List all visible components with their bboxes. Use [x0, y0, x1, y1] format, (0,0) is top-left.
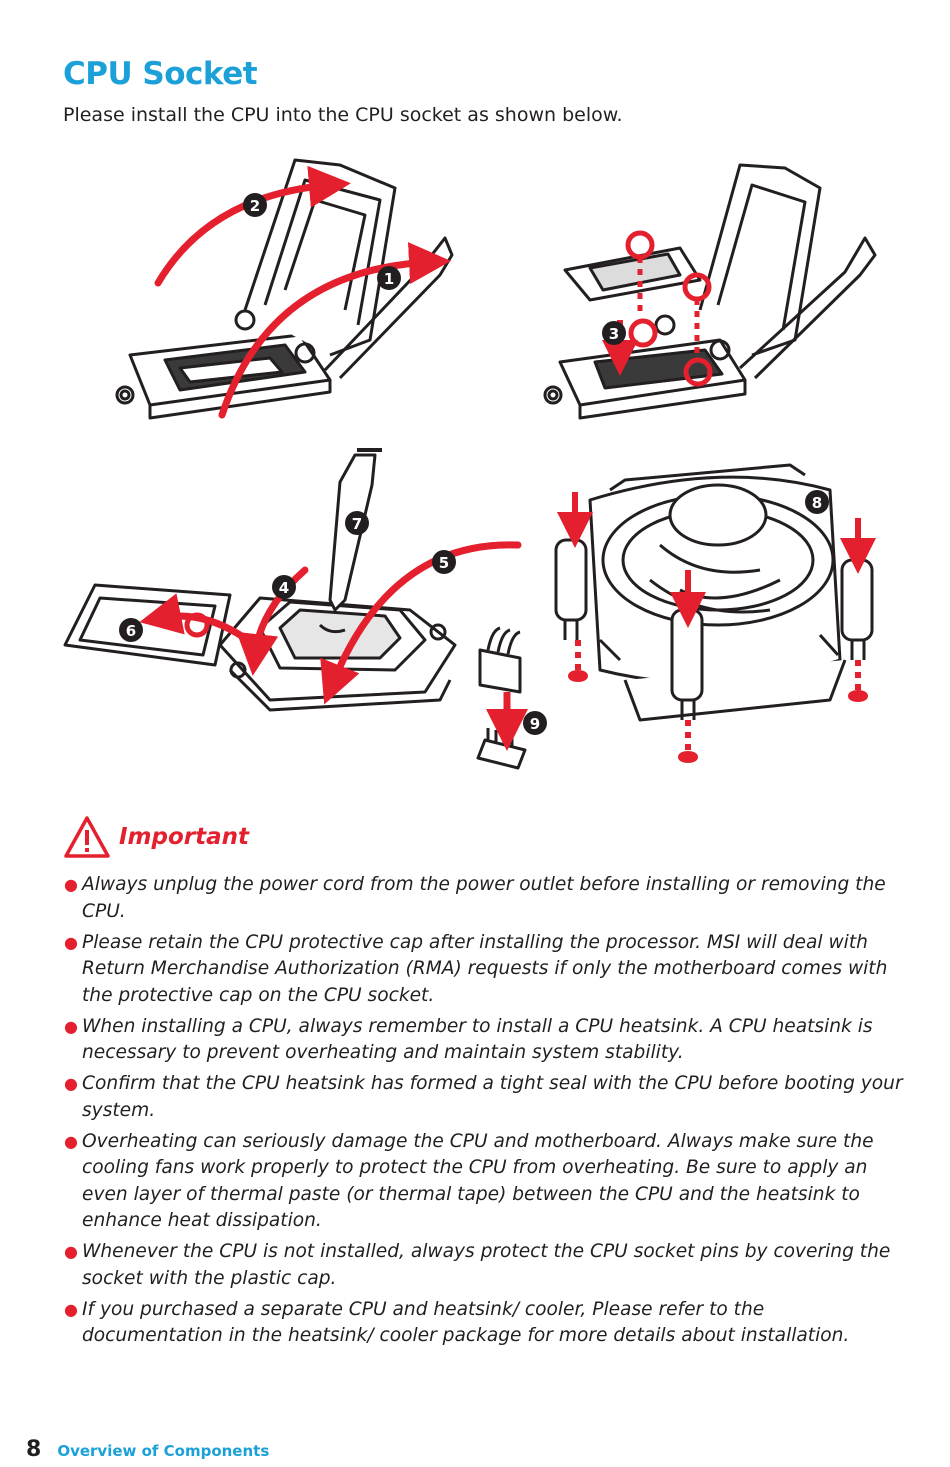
- important-notes-list: ●Always unplug the power cord from the p…: [63, 872, 903, 1354]
- alignment-markers: [625, 230, 713, 387]
- step-label: 7: [352, 515, 362, 533]
- bullet-icon: ●: [64, 1299, 78, 1319]
- note-text: If you purchased a separate CPU and heat…: [82, 1298, 850, 1347]
- step-badge-2: 2: [243, 193, 267, 217]
- step-label: 1: [384, 270, 394, 288]
- warning-triangle-icon: [64, 816, 110, 858]
- socket-open-panel: [115, 158, 454, 420]
- important-heading: Important: [63, 815, 249, 859]
- intro-text: Please install the CPU into the CPU sock…: [63, 104, 623, 126]
- page-number: 8: [26, 1437, 42, 1462]
- step-label: 2: [250, 197, 260, 215]
- note-text: Overheating can seriously damage the CPU…: [82, 1130, 874, 1232]
- note-text: When installing a CPU, always remember t…: [82, 1015, 873, 1064]
- section-title: Overview of Components: [57, 1442, 270, 1460]
- bullet-icon: ●: [64, 1242, 78, 1261]
- step-label: 5: [439, 554, 449, 572]
- note-text: Always unplug the power cord from the po…: [82, 874, 886, 922]
- bullet-icon: ●: [64, 875, 78, 894]
- note-text: Whenever the CPU is not installed, alway…: [82, 1241, 891, 1289]
- step-badge-7: 7: [345, 511, 369, 535]
- arrow-step-2: [154, 165, 351, 287]
- step-badge-3: 3: [602, 321, 626, 345]
- socket-closing-panel: [63, 448, 457, 712]
- note-text: Confirm that the CPU heatsink has formed…: [82, 1073, 903, 1121]
- arrow-step-5: [320, 541, 522, 705]
- list-item: ●Whenever the CPU is not installed, alwa…: [63, 1239, 903, 1292]
- bullet-icon: ●: [64, 1016, 78, 1036]
- step-label: 8: [812, 494, 822, 512]
- step-label: 9: [530, 715, 540, 733]
- step-badge-6: 6: [119, 618, 143, 642]
- heatsink-panel: [554, 463, 874, 722]
- step-badge-1: 1: [377, 266, 401, 290]
- list-item: ●When installing a CPU, always remember …: [63, 1014, 903, 1067]
- step-badge-9: 9: [523, 711, 547, 735]
- list-item: ●Always unplug the power cord from the p…: [63, 872, 903, 925]
- step-badge-5: 5: [432, 550, 456, 574]
- note-text: Please retain the CPU protective cap aft…: [82, 931, 888, 1006]
- important-label: Important: [119, 824, 250, 850]
- step-badge-4: 4: [272, 575, 296, 599]
- page-footer: 8 Overview of Components: [26, 1437, 269, 1462]
- step-badge-8: 8: [805, 490, 829, 514]
- step-label: 3: [609, 325, 619, 343]
- list-item: ●Confirm that the CPU heatsink has forme…: [63, 1071, 903, 1124]
- step-label: 4: [279, 579, 289, 597]
- bullet-icon: ●: [64, 1074, 78, 1093]
- step-label: 6: [126, 622, 136, 640]
- cpu-installation-illustration: 2 1 3: [63, 158, 877, 770]
- list-item: ●Overheating can seriously damage the CP…: [63, 1129, 903, 1235]
- heatsink-push-arrows: [557, 492, 876, 763]
- cap-marker: [184, 612, 210, 638]
- arrow-step-4: [236, 566, 309, 676]
- fan-connector-panel: [476, 626, 527, 770]
- list-item: ●If you purchased a separate CPU and hea…: [63, 1297, 903, 1350]
- bullet-icon: ●: [64, 1131, 78, 1151]
- page-title: CPU Socket: [63, 56, 258, 92]
- list-item: ●Please retain the CPU protective cap af…: [63, 930, 903, 1010]
- arrow-step-6: [139, 593, 244, 639]
- bullet-icon: ●: [64, 932, 78, 952]
